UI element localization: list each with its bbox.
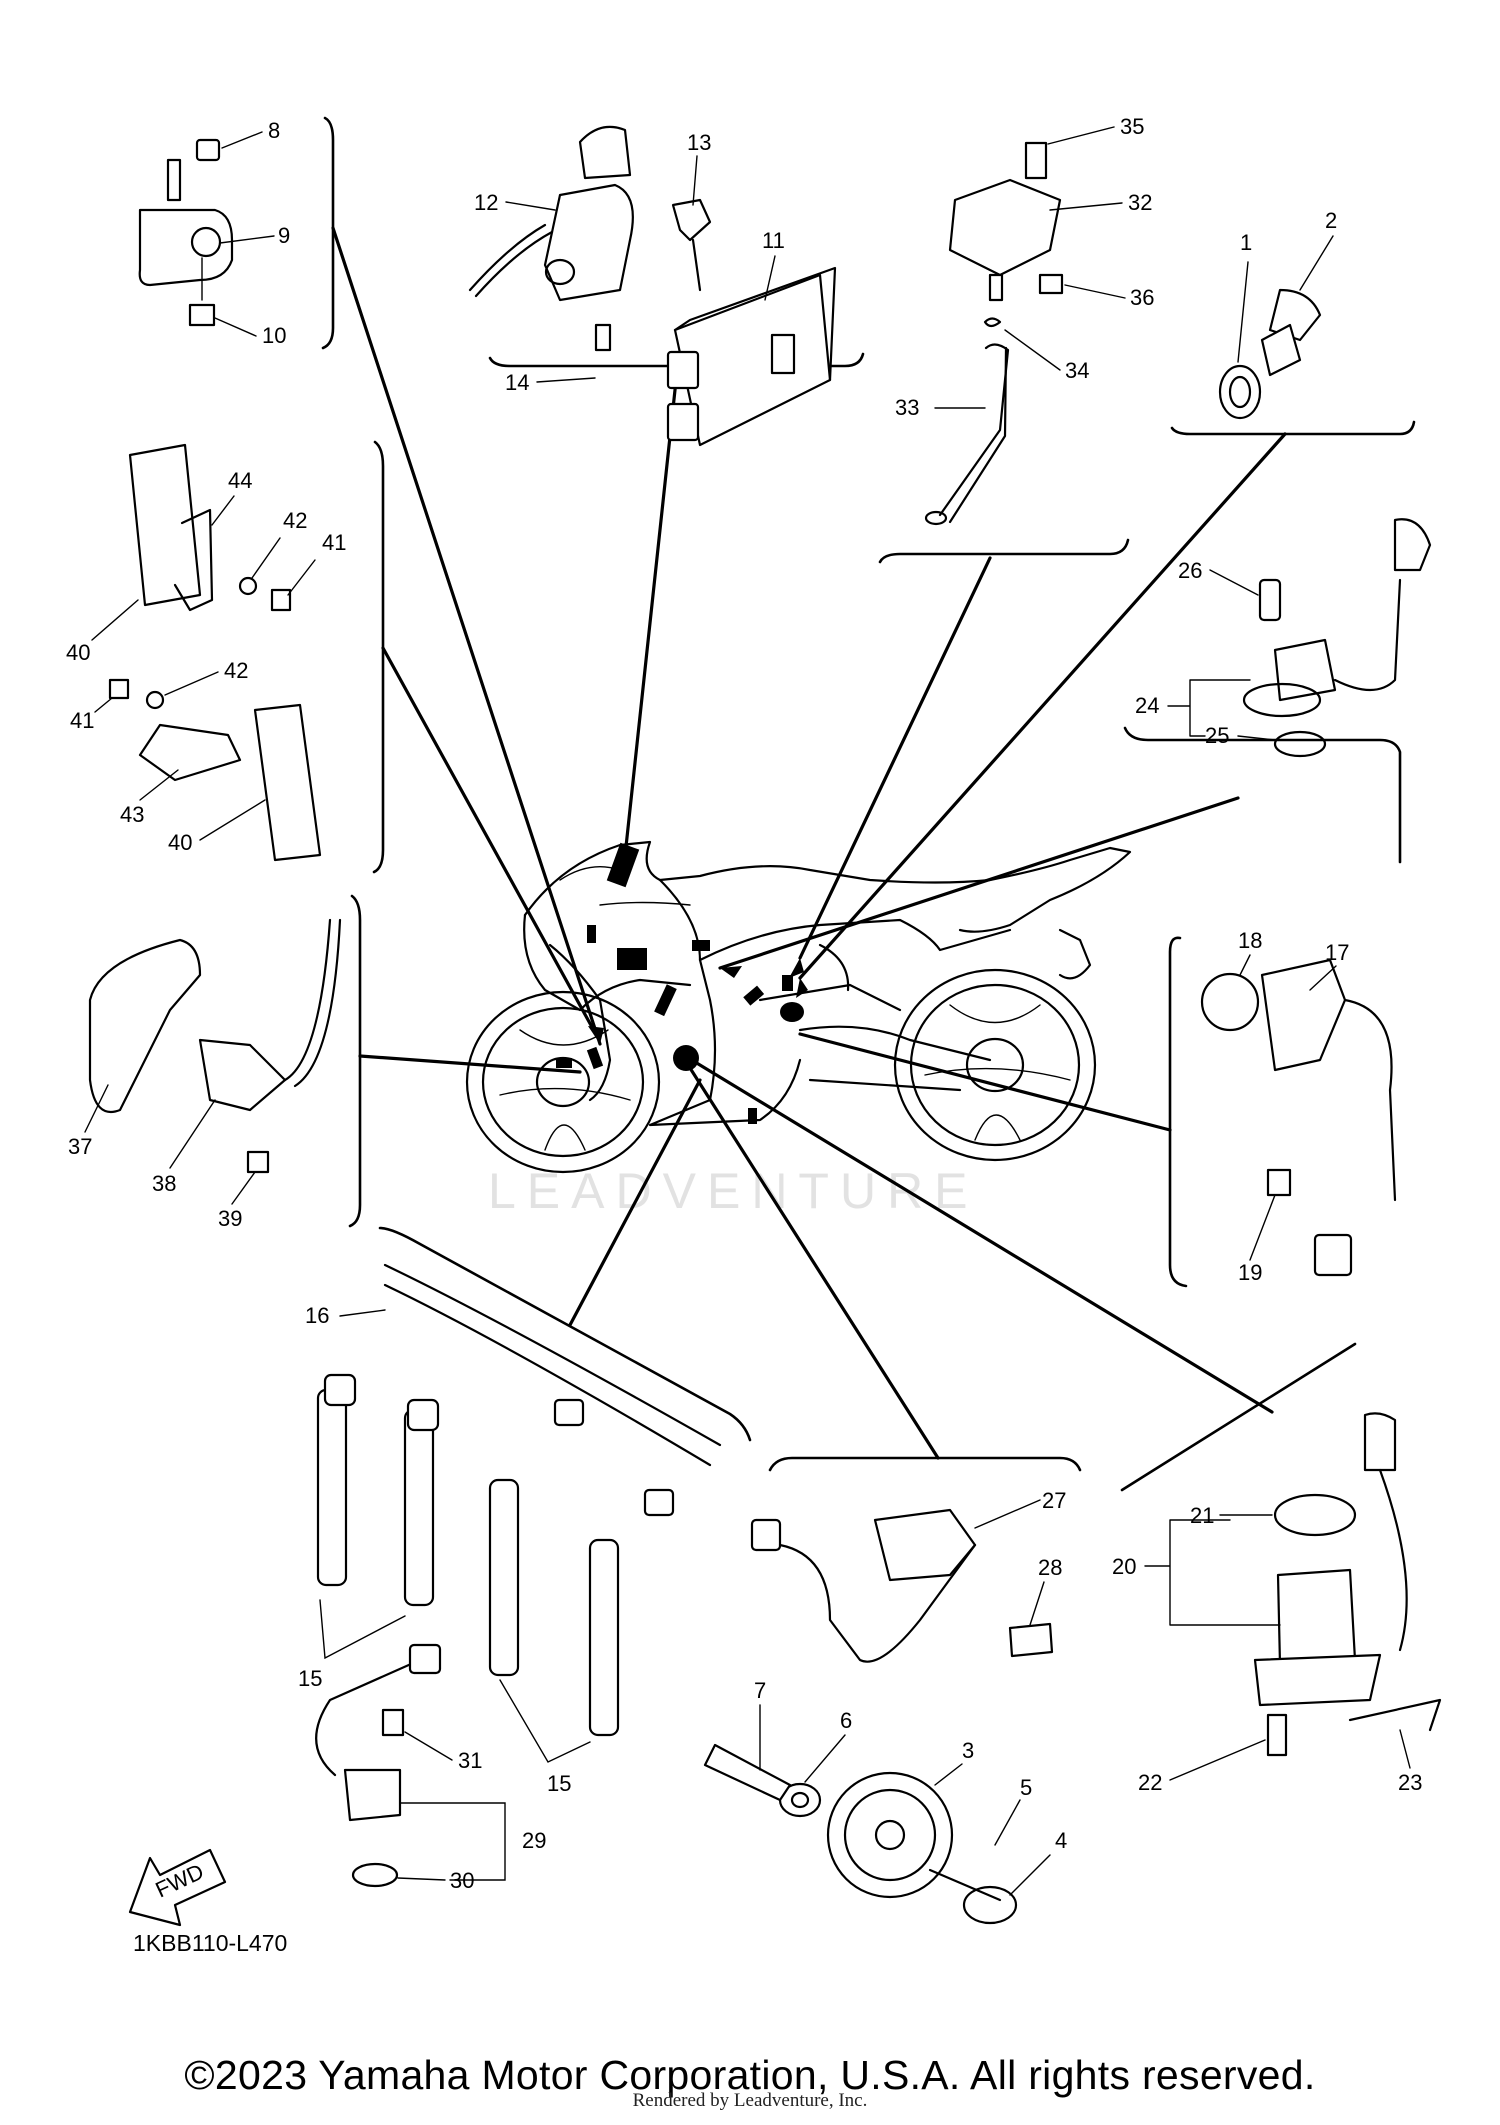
callout-26: 26 bbox=[1178, 558, 1202, 583]
callout-44: 44 bbox=[228, 468, 252, 493]
callout-41-a: 41 bbox=[322, 530, 346, 555]
callout-numbers: 1 2 3 4 5 6 7 8 9 10 11 12 13 14 15 15 1… bbox=[66, 114, 1422, 1896]
callout-27: 27 bbox=[1042, 1488, 1066, 1513]
frame-o2-sensor bbox=[348, 894, 362, 1228]
callout-5: 5 bbox=[1020, 1775, 1032, 1800]
frame-oil-sensor bbox=[1120, 1342, 1357, 1492]
motorcycle-illustration bbox=[465, 840, 1132, 1174]
callout-2: 2 bbox=[1325, 208, 1337, 233]
callout-11: 11 bbox=[762, 228, 785, 253]
callout-39: 39 bbox=[218, 1206, 242, 1231]
cam-sensor bbox=[1242, 518, 1432, 758]
callout-18: 18 bbox=[1238, 928, 1262, 953]
callout-36: 36 bbox=[1130, 285, 1154, 310]
callout-31: 31 bbox=[458, 1748, 482, 1773]
callout-40-b: 40 bbox=[168, 830, 192, 855]
speed-sensor bbox=[1200, 958, 1397, 1277]
gear-position-sensor bbox=[1253, 1412, 1442, 1757]
callout-15-b: 15 bbox=[547, 1771, 571, 1796]
leader-lines bbox=[331, 226, 1287, 1460]
callout-33: 33 bbox=[895, 395, 919, 420]
callout-30: 30 bbox=[450, 1868, 474, 1893]
oxygen-sensor bbox=[88, 918, 342, 1174]
callout-12: 12 bbox=[474, 190, 498, 215]
ecu-unit bbox=[666, 266, 837, 447]
frame-reflectors bbox=[372, 440, 385, 874]
callout-13: 13 bbox=[687, 130, 711, 155]
rendered-by-notice: Rendered by Leadventure, Inc. bbox=[632, 2090, 868, 2111]
callout-37: 37 bbox=[68, 1134, 92, 1159]
pressure-sensor bbox=[924, 141, 1064, 526]
callout-32: 32 bbox=[1128, 190, 1152, 215]
callout-3: 3 bbox=[962, 1738, 974, 1763]
callout-1: 1 bbox=[1240, 230, 1252, 255]
frame-gear-sensor bbox=[1168, 936, 1188, 1288]
callout-43: 43 bbox=[120, 802, 144, 827]
sensor-rotor bbox=[703, 1743, 1018, 1925]
copyright-notice: ©2023 Yamaha Motor Corporation, U.S.A. A… bbox=[184, 2052, 1316, 2098]
callout-24: 24 bbox=[1135, 693, 1159, 718]
callout-4: 4 bbox=[1055, 1828, 1067, 1853]
callout-34: 34 bbox=[1065, 358, 1089, 383]
wheel-sensor bbox=[750, 1508, 1054, 1663]
callout-17: 17 bbox=[1325, 940, 1349, 965]
callout-21: 21 bbox=[1190, 1503, 1214, 1528]
callout-6: 6 bbox=[840, 1708, 852, 1733]
ignition-switch bbox=[468, 125, 712, 352]
callout-9: 9 bbox=[278, 223, 290, 248]
callout-7: 7 bbox=[754, 1678, 766, 1703]
callout-29: 29 bbox=[522, 1828, 546, 1853]
crank-position-sensor bbox=[138, 138, 234, 327]
callout-15-a: 15 bbox=[298, 1666, 322, 1691]
callout-16: 16 bbox=[305, 1303, 329, 1328]
callout-25: 25 bbox=[1205, 723, 1229, 748]
fwd-arrow: FWD bbox=[128, 1848, 227, 1927]
callout-42-b: 42 bbox=[224, 658, 248, 683]
temperature-sensor bbox=[1218, 288, 1322, 420]
callout-28: 28 bbox=[1038, 1555, 1062, 1580]
callout-20: 20 bbox=[1112, 1554, 1136, 1579]
callout-14: 14 bbox=[505, 370, 529, 395]
callout-8: 8 bbox=[268, 118, 280, 143]
callout-22: 22 bbox=[1138, 1770, 1162, 1795]
ignition-coils bbox=[316, 1263, 722, 1737]
callout-10: 10 bbox=[262, 323, 286, 348]
callout-38: 38 bbox=[152, 1171, 176, 1196]
frame-crank-sensor bbox=[321, 116, 335, 350]
callout-41-b: 41 bbox=[70, 708, 94, 733]
drawing-code: 1KBB110-L470 bbox=[133, 1930, 288, 1956]
frame-temp-sensor bbox=[1170, 420, 1416, 436]
frame-rear-sensor bbox=[768, 1456, 1082, 1472]
frame-map-sensor bbox=[878, 538, 1130, 564]
callout-35: 35 bbox=[1120, 114, 1144, 139]
frame-ignition-coils bbox=[378, 1226, 752, 1442]
callout-40-a: 40 bbox=[66, 640, 90, 665]
callout-23: 23 bbox=[1398, 1770, 1422, 1795]
reflector-set bbox=[108, 443, 322, 862]
callout-19: 19 bbox=[1238, 1260, 1262, 1285]
callout-42-a: 42 bbox=[283, 508, 307, 533]
exhaust-sensor bbox=[315, 1643, 442, 1888]
frame-speed-sensor bbox=[1123, 726, 1402, 864]
